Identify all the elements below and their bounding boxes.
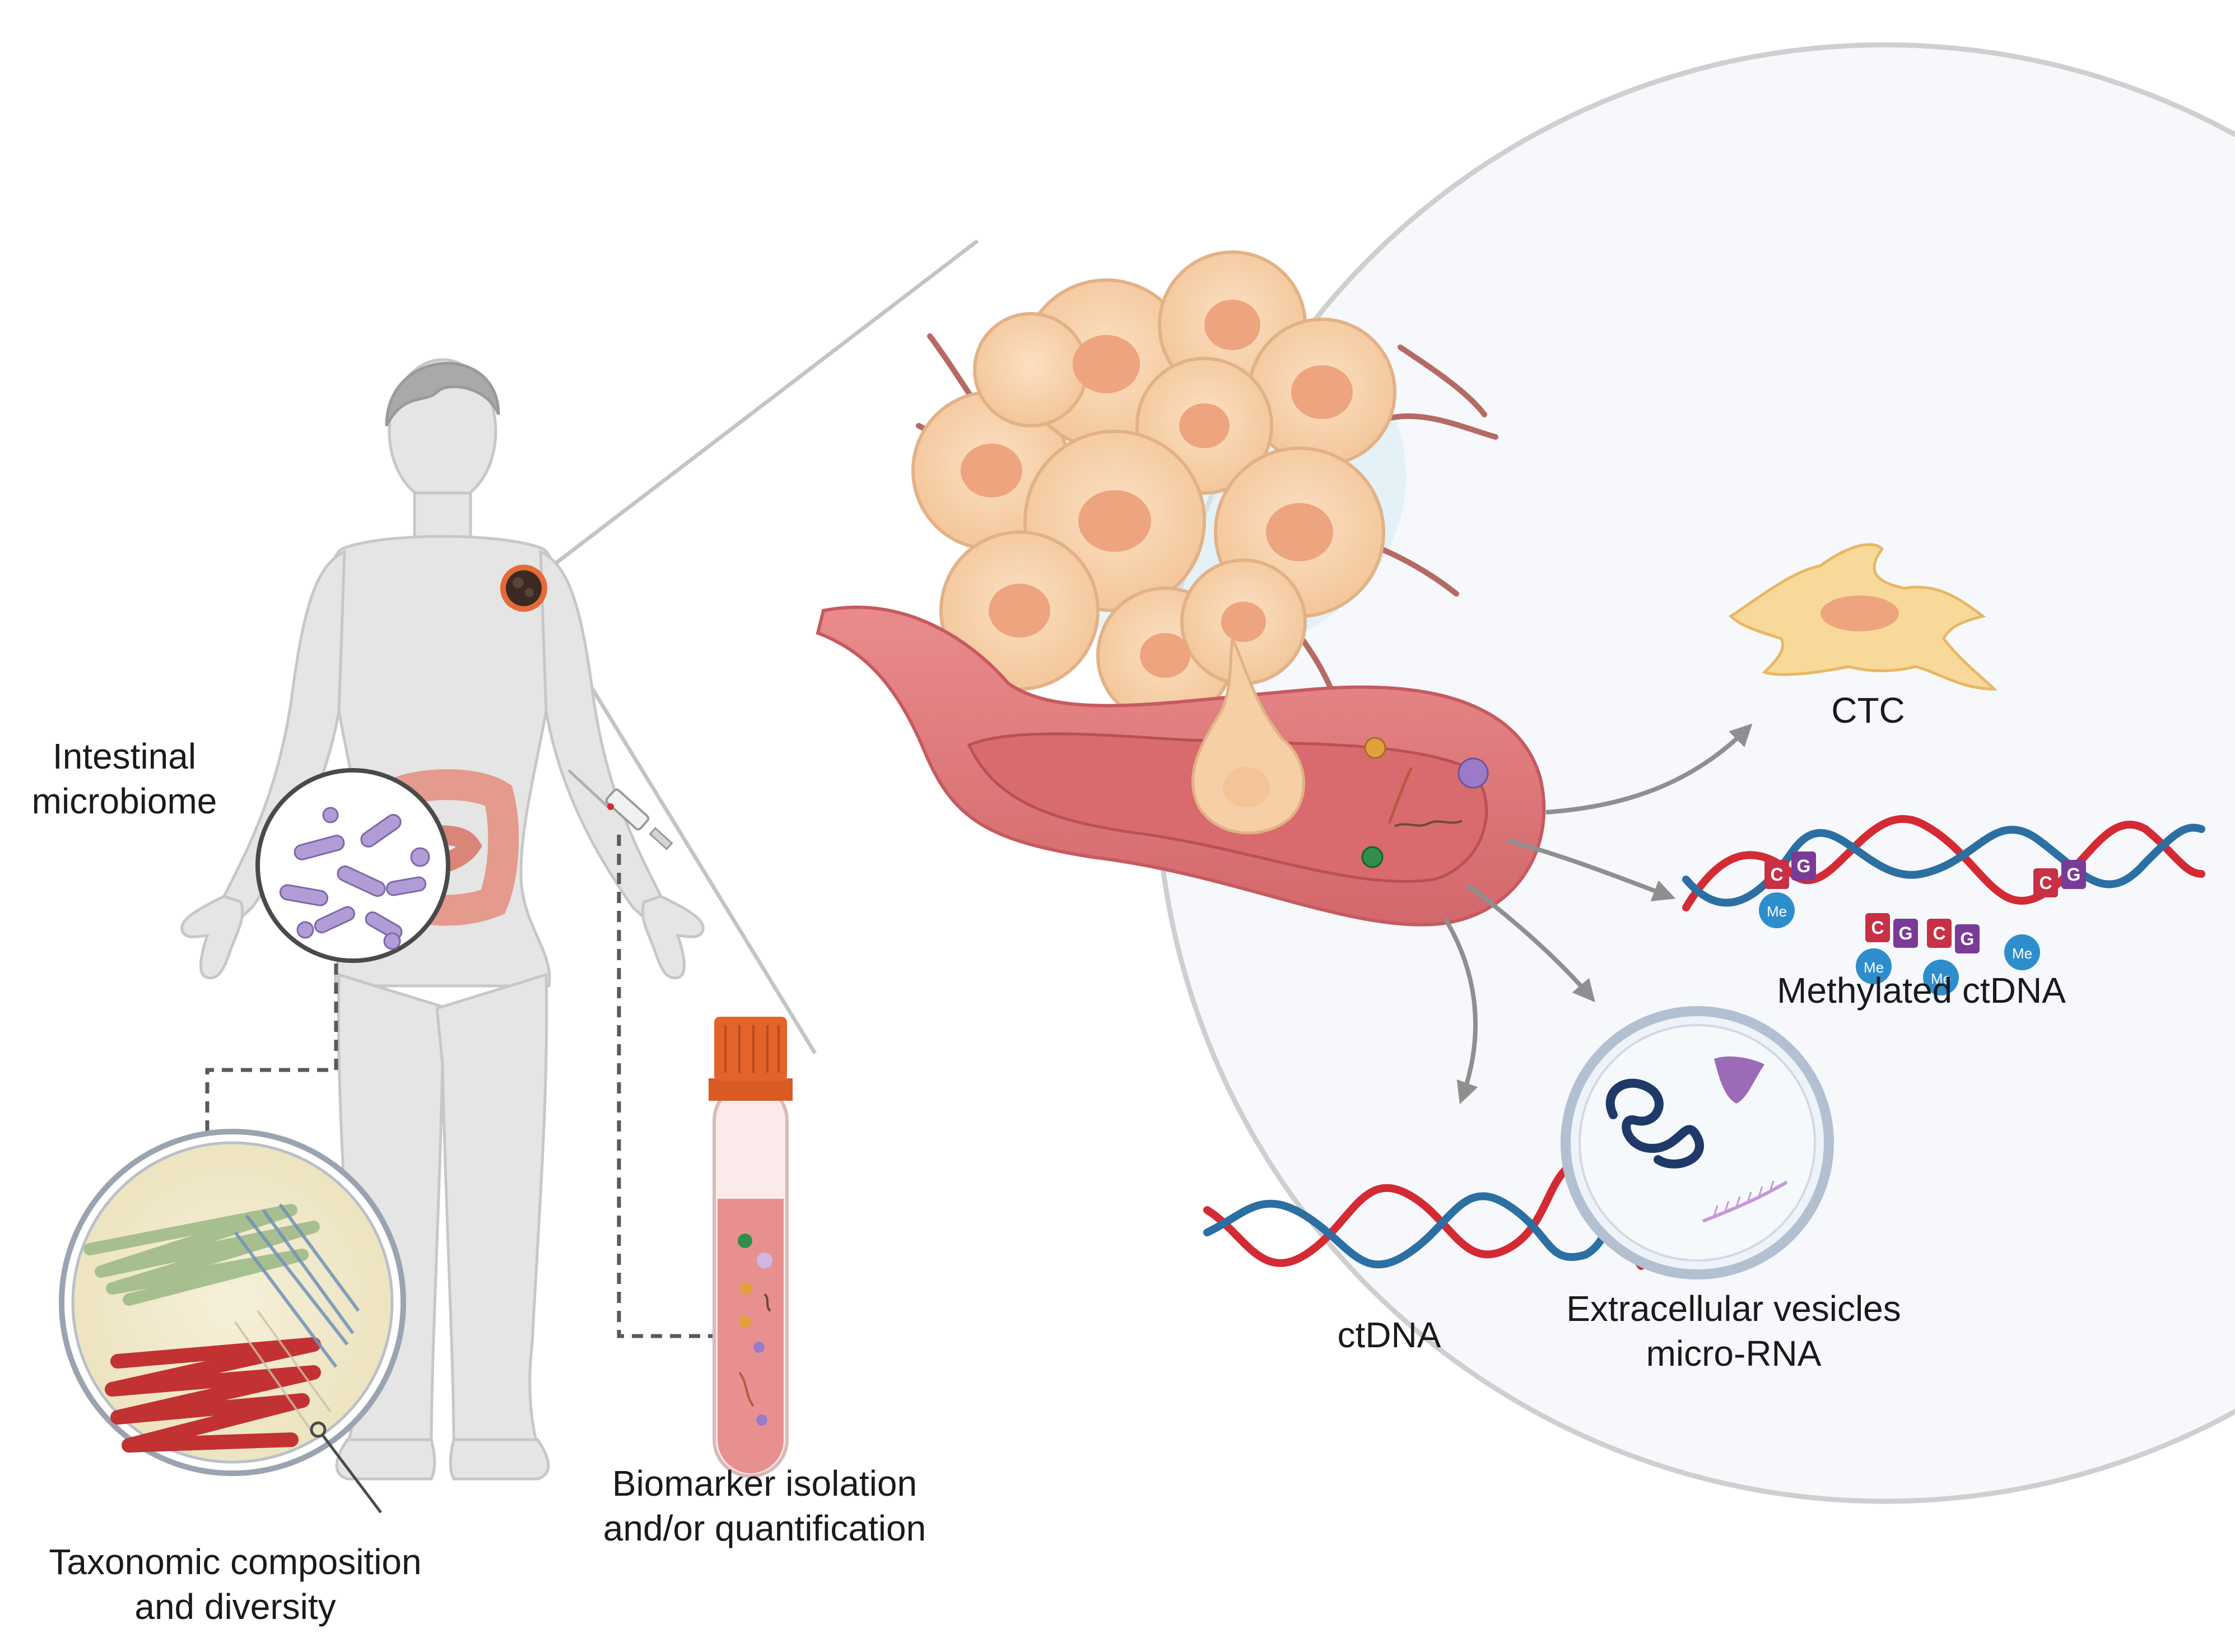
- dashed-connector-biomarker: [617, 835, 720, 1338]
- tumor-cluster-icon: [911, 250, 1498, 748]
- ctc-cell-icon: [1729, 543, 1998, 691]
- bacteria-magnifier-icon: [255, 768, 450, 963]
- syringe-icon: [567, 769, 673, 850]
- mark-me-2: Me: [1864, 959, 1884, 976]
- petri-dish-icon: [59, 1129, 406, 1514]
- label-ctc: CTC: [1831, 690, 1905, 730]
- blood-tube-icon: [709, 1017, 793, 1478]
- zoom-line-top: [536, 239, 979, 579]
- label-ev-1: Extracellular vesicles: [1566, 1288, 1901, 1329]
- mark-c-1: C: [1770, 864, 1783, 885]
- mark-g-1: G: [1797, 856, 1811, 876]
- arrow-to-ctc: [1545, 723, 1753, 815]
- tumor-icon: [500, 565, 547, 612]
- label-biomarker-2: and/or quantification: [603, 1508, 926, 1548]
- label-biomarker-1: Biomarker isolation: [612, 1463, 917, 1504]
- blood-vessel-icon: [816, 606, 1546, 927]
- mark-g-4: G: [2067, 864, 2081, 885]
- mark-g-3: G: [1961, 929, 1975, 949]
- arrow-to-methylated: [1506, 838, 1676, 901]
- mark-c-2: C: [1871, 918, 1884, 938]
- arrow-to-ev: [1466, 883, 1595, 1003]
- label-intestinal-2: microbiome: [32, 781, 217, 821]
- mark-c-3: C: [1933, 923, 1945, 943]
- mark-c-4: C: [2039, 873, 2052, 893]
- methylated-dna-icon: C G Me C G C G C G Me Me Me: [1682, 815, 2205, 995]
- vesicle-icon: [1561, 1006, 1834, 1279]
- label-taxonomic-2: and diversity: [134, 1586, 336, 1627]
- mark-me-3: Me: [1931, 970, 1951, 987]
- label-taxonomic-1: Taxonomic composition: [49, 1542, 421, 1582]
- label-methylated-ctdna: Methylated ctDNA: [1777, 970, 2066, 1011]
- mark-g-2: G: [1899, 923, 1913, 943]
- arrow-to-ctdna: [1443, 917, 1478, 1105]
- methylation-marks: C G Me C G C G C G Me Me Me: [1759, 851, 2086, 995]
- dashed-connector-microbiome: [205, 964, 338, 1154]
- arrows: [1443, 723, 1753, 1105]
- label-ctdna: ctDNA: [1338, 1315, 1441, 1355]
- label-intestinal-1: Intestinal: [53, 736, 196, 776]
- mark-me-1: Me: [1767, 903, 1787, 920]
- mark-me-4: Me: [2012, 945, 2032, 962]
- label-ev-2: micro-RNA: [1646, 1333, 1822, 1374]
